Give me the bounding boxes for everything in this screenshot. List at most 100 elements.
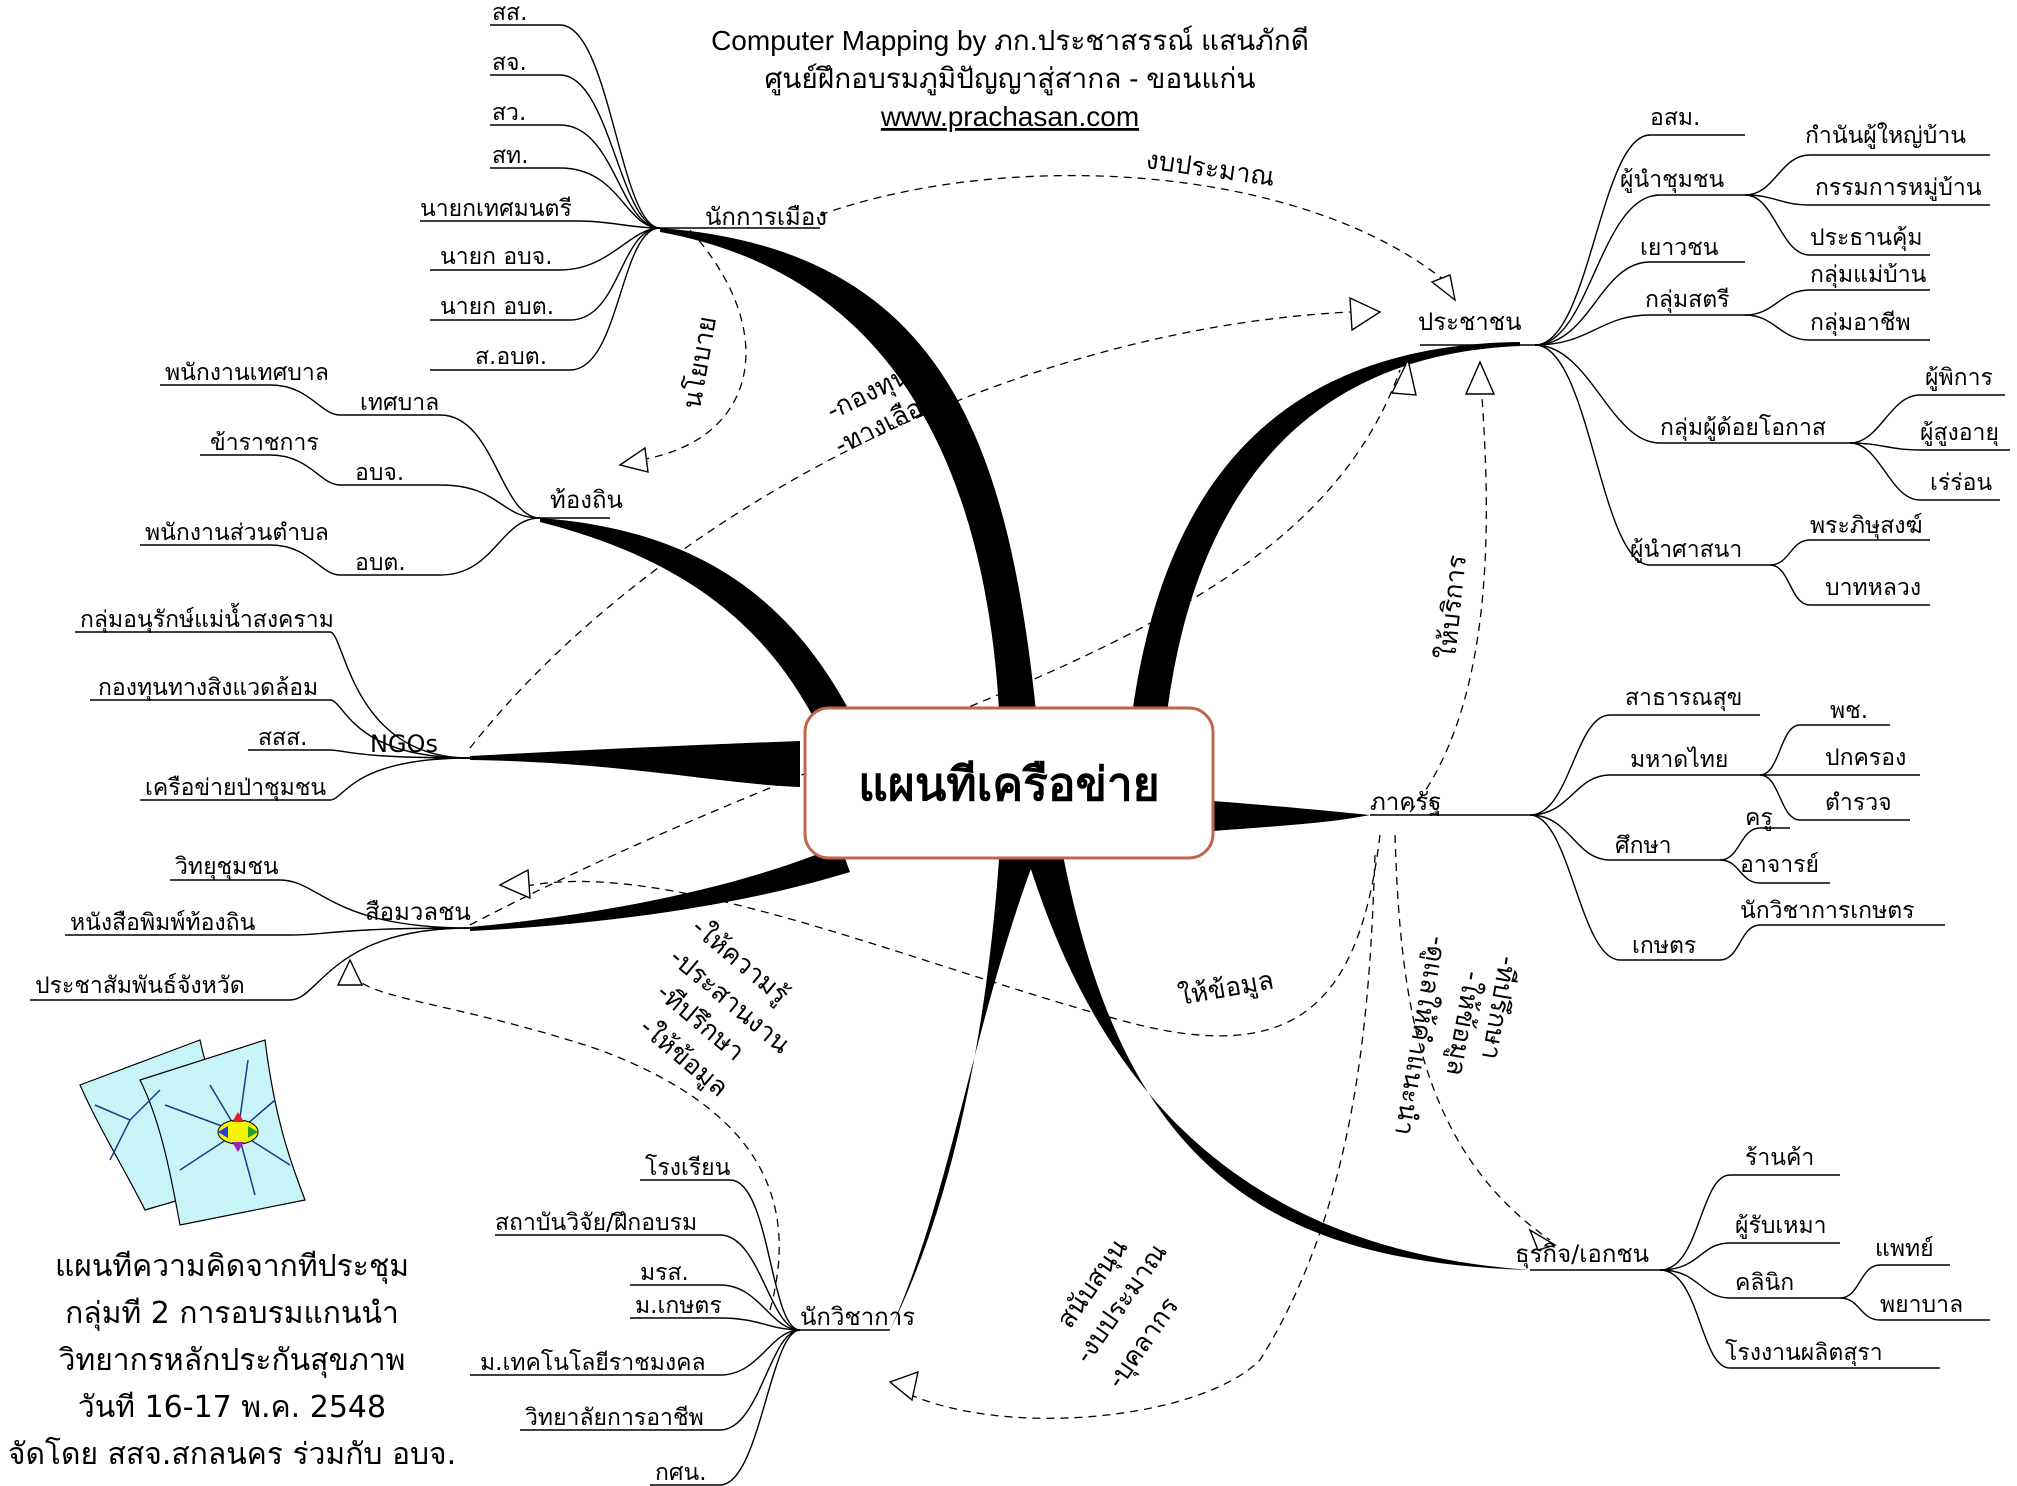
people-leaf: กลุ่มแม่บ้าน: [1810, 262, 1927, 288]
academic-item: กศน.: [655, 1460, 707, 1486]
politician-group: นักการเมือง สส. สจ. สว. สท. นายกเทศมนตรี…: [420, 0, 827, 370]
ngo-item: สสส.: [258, 725, 307, 751]
business-sub: คลินิก: [1735, 1270, 1794, 1296]
annotation-gov-2: -ให้ข้อมูล: [1440, 969, 1488, 1078]
gov-leaf: ตำรวจ: [1825, 790, 1892, 816]
people-sub: ผู้นำชุมชน: [1620, 167, 1724, 193]
gov-sub: เกษตร: [1632, 933, 1696, 959]
annotation-info: ให้ข้อมูล: [1176, 966, 1276, 1012]
footer: แผนทีความคิดจากทีประชุม กลุ่มที 2 การอบร…: [8, 1249, 456, 1472]
politician-item: นายก อบต.: [440, 294, 554, 320]
branch-academic: [890, 845, 1040, 1330]
politician-item: สท.: [492, 143, 529, 169]
politician-label: นักการเมือง: [705, 203, 827, 231]
header: Computer Mapping by ภก.ประชาสรรณ์ แสนภัก…: [711, 25, 1309, 132]
local-leaf: พนักงานส่วนตำบล: [145, 520, 329, 546]
people-leaf: ผู้พิการ: [1925, 365, 1993, 391]
branch-media: [470, 845, 850, 931]
footer-line3: วิทยากรหลักประกันสุขภาพ: [58, 1343, 405, 1379]
branch-people: [1130, 342, 1520, 730]
gov-sub: ศึกษา: [1615, 833, 1672, 859]
branch-politician: [660, 228, 1038, 730]
people-leaf: เร่ร่อน: [1930, 470, 1992, 496]
academic-group: นักวิชาการ โรงเรียน สถาบันวิจัย/ฝึกอบรม …: [480, 1154, 915, 1486]
people-leaf: กรรมการหมู่บ้าน: [1815, 175, 1982, 201]
dashed-relations: [336, 174, 1557, 1419]
annotation-service: ให้บริการ: [1432, 554, 1473, 661]
ngo-item: กองทุนทางสิงแวดล้อม: [98, 675, 318, 701]
people-leaf: กำนันผู้ใหญ่บ้าน: [1805, 122, 1966, 149]
gov-sub: สาธารณสุข: [1625, 685, 1742, 711]
gov-label: ภาครัฐ: [1370, 788, 1441, 816]
branch-ngo: [470, 741, 800, 787]
local-label: ท้องถิน: [550, 486, 623, 514]
footer-line2: กลุ่มที 2 การอบรมแกนนำ: [65, 1296, 399, 1332]
branch-gov: [1200, 800, 1370, 832]
gov-sub: มหาดไทย: [1630, 746, 1728, 773]
business-leaf: พยาบาล: [1880, 1292, 1963, 1318]
academic-label: นักวิชาการ: [800, 1303, 915, 1331]
people-sub: กลุ่มผู้ด้อยโอกาส: [1660, 414, 1826, 441]
local-sub: เทศบาล: [360, 390, 439, 416]
local-leaf: ข้าราชการ: [210, 430, 319, 456]
footer-line4: วันที 16-17 พ.ค. 2548: [78, 1390, 386, 1425]
business-leaf: แพทย์: [1875, 1235, 1934, 1262]
business-sub: ผู้รับเหมา: [1735, 1213, 1827, 1239]
academic-item: วิทยาลัยการอาชีพ: [525, 1405, 704, 1431]
academic-item: ม.เทคโนโลยีราชมงคล: [480, 1349, 706, 1376]
annotation-policy: นโยบาย: [676, 314, 723, 411]
local-sub: อบต.: [355, 550, 406, 576]
media-label: สือมวลชน: [365, 898, 471, 926]
business-label: ธุรกิจ/เอกชน: [1515, 1240, 1649, 1269]
ngo-item: เครือข่ายป่าชุมชน: [145, 775, 326, 801]
local-leaf: พนักงานเทศบาล: [165, 360, 329, 386]
business-sub: ร้านค้า: [1745, 1145, 1814, 1171]
gov-leaf: ปกครอง: [1825, 745, 1906, 771]
gov-leaf: ครู: [1745, 805, 1773, 831]
footer-line1: แผนทีความคิดจากทีประชุม: [55, 1249, 409, 1285]
politician-item: นายก อบจ.: [440, 244, 553, 270]
people-leaf: กลุ่มอาชีพ: [1810, 310, 1911, 336]
map-icon: [79, 1039, 306, 1226]
ngo-group: NGOs กลุ่มอนุรักษ์แม่น้ำสงคราม กองทุนทาง…: [80, 603, 438, 801]
people-group: ประชาชน อสม. ผู้นำชุมชน เยาวชน กลุ่มสตรี…: [1418, 105, 1999, 601]
branch-local: [540, 518, 850, 730]
people-label: ประชาชน: [1418, 308, 1521, 336]
annotation-gov-3: -ดูแลให้คำแนะนำ: [1388, 934, 1453, 1138]
business-group: ธุรกิจ/เอกชน ร้านค้า ผู้รับเหมา คลินิก โ…: [1515, 1145, 1963, 1366]
academic-item: โรงเรียน: [645, 1154, 731, 1181]
politician-item: สว.: [492, 100, 526, 126]
local-sub: อบจ.: [355, 460, 404, 486]
politician-item: ส.อบต.: [475, 344, 547, 370]
people-sub: กลุ่มสตรี: [1645, 287, 1730, 313]
gov-leaf: นักวิชาการเกษตร: [1740, 898, 1915, 924]
business-sub: โรงงานผลิตสุรา: [1725, 1339, 1883, 1366]
center-node: แผนทีเครือข่าย: [803, 706, 1215, 860]
people-sub: ผู้นำศาสนา: [1630, 537, 1742, 563]
people-leaf: ประธานคุ้ม: [1810, 225, 1923, 251]
people-leaf: ผู้สูงอายุ: [1920, 420, 1999, 446]
ngo-item: กลุ่มอนุรักษ์แม่น้ำสงคราม: [80, 603, 334, 633]
ngo-label: NGOs: [370, 730, 438, 758]
header-url[interactable]: www.prachasan.com: [880, 101, 1139, 132]
politician-item: สส.: [492, 0, 527, 26]
academic-item: ม.เกษตร: [635, 1293, 722, 1319]
people-leaf: พระภิษุสงฆ์: [1810, 512, 1923, 539]
politician-item: สจ.: [492, 50, 527, 76]
politician-item: นายกเทศมนตรี: [420, 196, 572, 222]
people-leaf: บาทหลวง: [1825, 575, 1921, 601]
branch-business: [1025, 850, 1530, 1270]
people-sub: เยาวชน: [1640, 235, 1719, 261]
media-item: ประชาสัมพันธ์จังหวัด: [35, 972, 245, 999]
gov-leaf: อาจารย์: [1740, 851, 1819, 878]
media-item: วิทยุชุมชน: [175, 854, 279, 880]
people-sub: อสม.: [1650, 105, 1700, 131]
footer-line5: จัดโดย สสจ.สกลนคร ร่วมกับ อบจ.: [8, 1436, 456, 1472]
academic-item: มรส.: [640, 1260, 689, 1286]
header-line1: Computer Mapping by ภก.ประชาสรรณ์ แสนภัก…: [711, 25, 1309, 56]
sub-branches: [30, 24, 2010, 1486]
local-group: ท้องถิน เทศบาล อบจ. อบต. พนักงานเทศบาล ข…: [145, 360, 623, 576]
annotation-budget: งบประมาณ: [1144, 145, 1276, 193]
gov-group: ภาครัฐ สาธารณสุข มหาดไทย ศึกษา เกษตร พช.…: [1370, 685, 1915, 959]
media-item: หนังสือพิมพ์ท้องถิน: [70, 909, 256, 936]
